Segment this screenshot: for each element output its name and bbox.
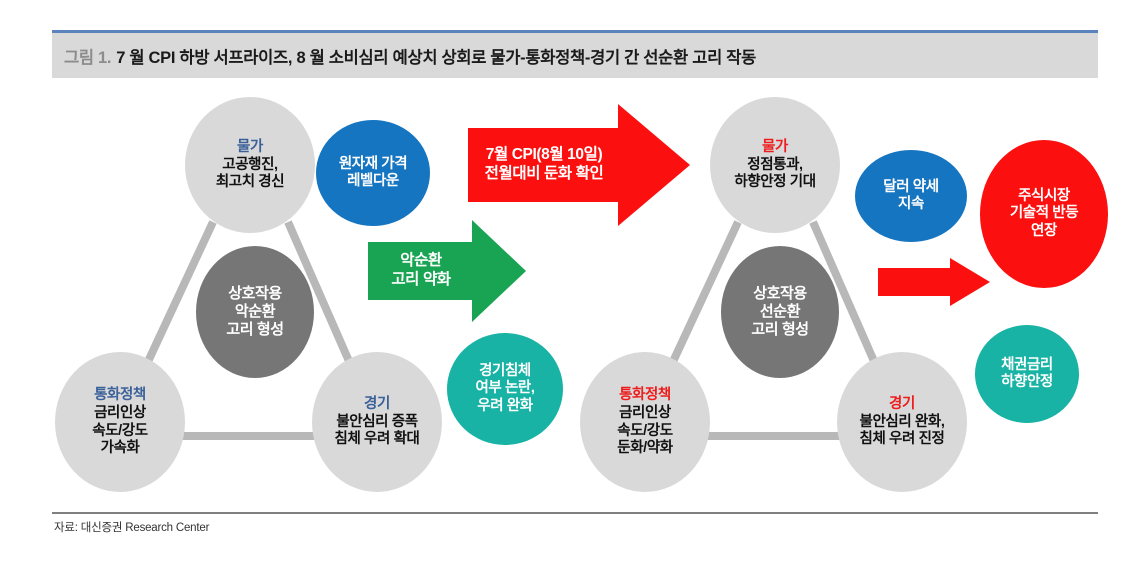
node-recession-debate: 경기침체 여부 논란, 우려 완화: [447, 333, 563, 445]
node-left-center-line-3: 고리 형성: [226, 320, 284, 338]
node-left-economy-line-2: 침체 우려 확대: [334, 431, 420, 448]
title-band: 그림 1.7 월 CPI 하방 서프라이즈, 8 월 소비심리 예상치 상회로 …: [52, 33, 1098, 78]
node-bond-yield: 채권금리 하향안정: [975, 325, 1079, 423]
node-right-prices-line-1: 정점통과,: [747, 156, 803, 173]
node-right-mp-line-2: 속도/강도: [617, 422, 673, 439]
node-right-center-line-3: 고리 형성: [751, 320, 809, 338]
node-bond-line-2: 하향안정: [1001, 374, 1053, 390]
to-equity-arrow: [878, 258, 990, 306]
node-left-center-line-1: 상호작용: [228, 285, 282, 303]
node-right-prices: 물가 정점통과, 하향안정 기대: [710, 97, 840, 233]
vicious-cycle-arrow-label: 악순환 고리 약화: [368, 242, 474, 300]
node-left-prices-header: 물가: [237, 138, 263, 155]
node-commodity-line-2: 레벨다운: [347, 173, 399, 189]
node-bond-line-1: 채권금리: [1001, 356, 1053, 373]
node-right-economy-line-2: 침체 우려 진정: [859, 431, 945, 448]
figure-number: 그림 1.: [64, 48, 112, 67]
source-note: 자료: 대신증권 Research Center: [54, 522, 210, 534]
cpi-banner-arrow: 7월 CPI(8월 10일) 전월대비 둔화 확인: [468, 104, 690, 226]
node-left-economy-line-1: 불안심리 증폭: [336, 413, 418, 430]
node-left-mp-line-3: 가속화: [100, 439, 140, 456]
page-title: 그림 1.7 월 CPI 하방 서프라이즈, 8 월 소비심리 예상치 상회로 …: [52, 44, 756, 68]
node-left-mp-line-2: 속도/강도: [92, 422, 148, 439]
cpi-banner-line-2: 전월대비 둔화 확인: [484, 165, 604, 182]
node-recession-line-3: 우려 완화: [477, 397, 533, 414]
node-left-prices: 물가 고공행진, 최고치 경신: [185, 97, 315, 233]
node-dollar-line-1: 달러 약세: [883, 178, 939, 195]
node-right-monetary-policy: 통화정책 금리인상 속도/강도 둔화/약화: [580, 352, 710, 492]
node-right-prices-header: 물가: [762, 138, 788, 155]
node-right-mp-line-3: 둔화/약화: [617, 439, 673, 456]
node-equity-line-3: 연장: [1031, 222, 1057, 239]
node-commodity-line-1: 원자재 가격: [338, 155, 408, 172]
node-equity-market: 주식시장 기술적 반등 연장: [980, 140, 1108, 288]
node-right-mp-line-1: 금리인상: [619, 405, 671, 422]
node-recession-line-1: 경기침체: [479, 363, 531, 380]
node-right-mp-header: 통화정책: [619, 387, 671, 404]
node-left-mp-header: 통화정책: [94, 387, 146, 404]
connector-left-prices-mp: [141, 220, 217, 370]
node-recession-line-2: 여부 논란,: [475, 380, 535, 397]
vicious-cycle-arrow: 악순환 고리 약화: [368, 220, 526, 322]
node-right-prices-line-2: 하향안정 기대: [734, 174, 816, 191]
node-right-center-line-1: 상호작용: [753, 285, 807, 303]
header-top-rule: [52, 30, 1098, 33]
node-left-prices-line-2: 최고치 경신: [215, 174, 285, 191]
node-left-economy-header: 경기: [364, 395, 390, 412]
cpi-banner-arrow-shape: [468, 104, 690, 226]
node-right-center-line-2: 선순환: [759, 303, 801, 321]
node-commodity-price: 원자재 가격 레벨다운: [316, 120, 430, 226]
node-left-mp-line-1: 금리인상: [94, 405, 146, 422]
node-equity-line-2: 기술적 반등: [1009, 205, 1079, 222]
node-left-monetary-policy: 통화정책 금리인상 속도/강도 가속화: [55, 352, 185, 492]
footer-rule: [52, 512, 1098, 514]
connector-right-prices-econ: [809, 220, 881, 370]
node-right-economy-line-1: 불안심리 완화,: [859, 413, 945, 430]
node-right-center: 상호작용 선순환 고리 형성: [721, 246, 839, 378]
vicious-cycle-line-1: 악순환: [400, 252, 442, 270]
vicious-cycle-arrow-shape: [368, 220, 526, 322]
node-left-prices-line-1: 고공행진,: [222, 156, 278, 173]
to-equity-arrow-shape: [878, 258, 990, 306]
node-right-economy-header: 경기: [889, 395, 915, 412]
cpi-banner-line-1: 7월 CPI(8월 10일): [485, 146, 603, 164]
connector-left-prices-econ: [284, 220, 356, 370]
node-equity-line-1: 주식시장: [1018, 188, 1070, 205]
node-left-economy: 경기 불안심리 증폭 침체 우려 확대: [312, 352, 442, 492]
node-dollar-weakness: 달러 약세 지속: [855, 150, 967, 242]
node-dollar-line-2: 지속: [898, 196, 924, 212]
cpi-banner-arrow-label: 7월 CPI(8월 10일) 전월대비 둔화 확인: [468, 128, 620, 202]
connector-right-prices-mp: [666, 220, 742, 370]
node-left-center-line-2: 악순환: [234, 303, 276, 321]
vicious-cycle-line-2: 고리 약화: [391, 271, 451, 288]
node-right-economy: 경기 불안심리 완화, 침체 우려 진정: [837, 352, 967, 492]
node-left-center: 상호작용 악순환 고리 형성: [196, 246, 314, 378]
title-body: 7 월 CPI 하방 서프라이즈, 8 월 소비심리 예상치 상회로 물가-통화…: [116, 48, 757, 67]
